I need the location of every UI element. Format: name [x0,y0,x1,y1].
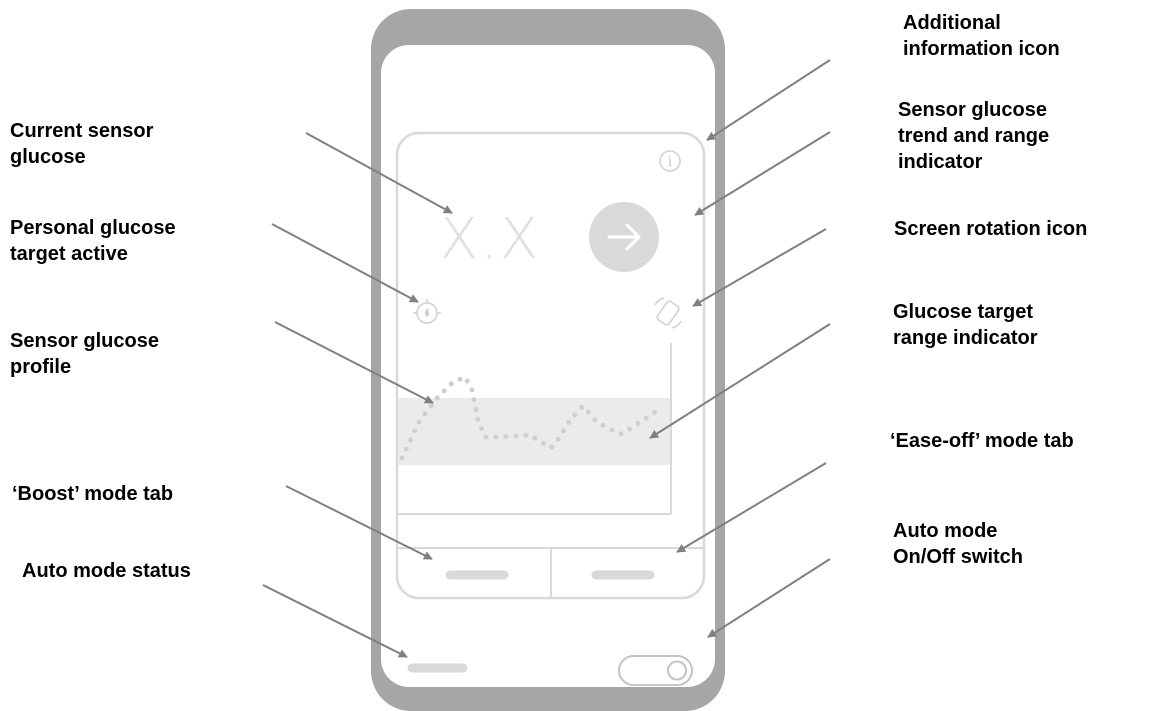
leader-line-boost [285,485,433,560]
info-icon[interactable]: i [659,150,681,172]
leader-line-target-range [649,323,831,439]
leader-line-profile [274,321,434,404]
current-glucose-value: X.X [440,207,541,272]
auto-mode-switch[interactable] [618,655,693,686]
leader-line-rotation [692,228,827,307]
label-trend-indicator: Sensor glucose trend and range indicator [898,99,1050,173]
label-additional-info: Additional information icon [903,12,1060,60]
label-auto-status: Auto mode status [22,560,191,582]
leader-line-personal-target [271,223,419,303]
sensor-glucose-profile [399,373,663,461]
label-boost-tab: ‘Boost’ mode tab [12,483,174,505]
leader-lines [262,59,831,658]
arrow-right-icon [589,202,659,272]
screen-rotation-icon[interactable] [654,297,682,329]
leader-line-trend [694,131,831,216]
leader-line-info [706,59,831,141]
label-glucose-profile: Sensor glucose profile [10,330,159,378]
leader-line-status [262,584,408,658]
label-screen-rotation: Screen rotation icon [894,218,1088,240]
phone-screen [381,45,715,687]
label-current-glucose: Current sensor glucose [10,120,154,168]
leader-line-current-glucose [305,132,453,214]
target-icon [413,299,441,324]
label-personal-target: Personal glucose target active [10,217,176,265]
label-target-range: Glucose target range indicator [893,301,1038,349]
info-icon-glyph: i [668,155,672,170]
glucose-target-band [398,398,671,465]
leader-line-switch [707,558,831,638]
label-ease-off-tab: ‘Ease-off’ mode tab [890,430,1074,452]
leader-line-ease-off [676,462,827,553]
toggle-switch-icon[interactable] [618,655,693,686]
label-auto-switch: Auto mode On/Off switch [893,520,1023,568]
